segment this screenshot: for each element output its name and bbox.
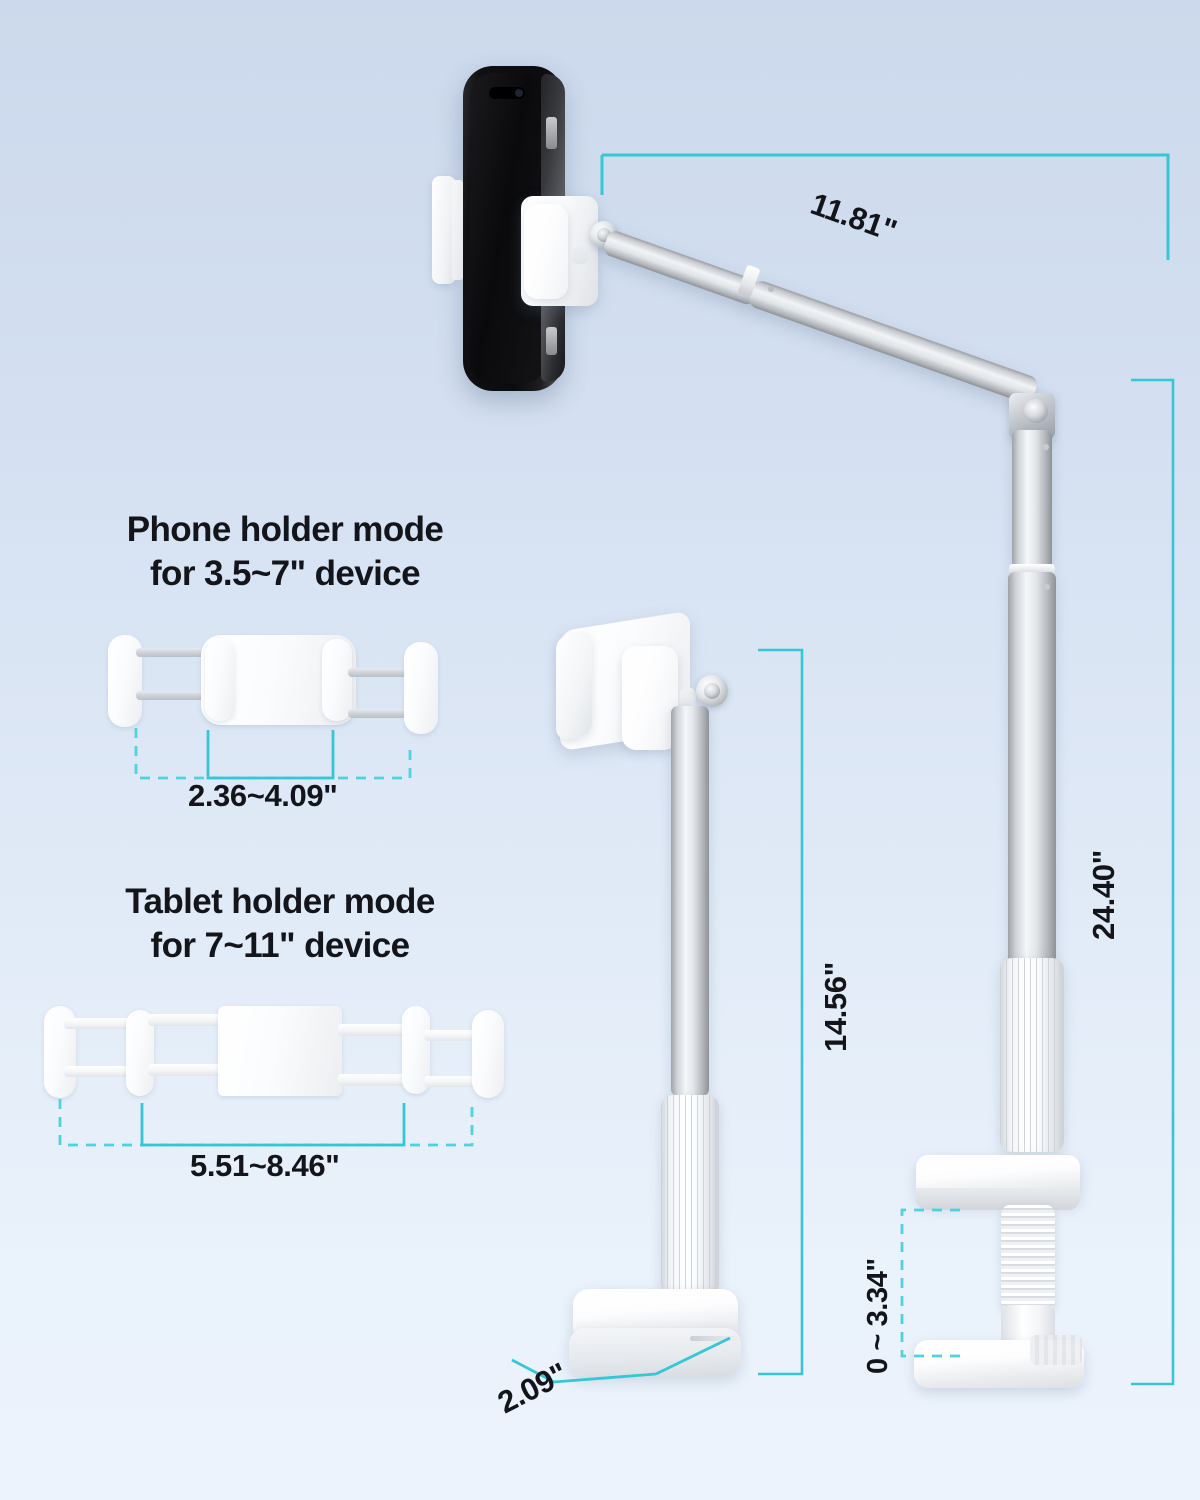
phone-holder-illustration [108, 628, 438, 734]
arm-adjust-dot-icon [768, 286, 774, 292]
holder-left-pad-lip [452, 180, 463, 280]
phone-front-camera-icon [515, 89, 523, 97]
tablet-holder-right-outer-pad [472, 1010, 504, 1098]
tablet-holder-left-inner-rail-top [148, 1014, 224, 1026]
clamp-bottom-grip-pattern [1030, 1335, 1082, 1365]
tablet-mode-heading: Tablet holder mode for 7~11" device [55, 880, 505, 968]
arm-elbow-screw [1024, 399, 1048, 423]
phone-holder-center-left-jaw [205, 639, 235, 721]
clamp-top-plate-edge [916, 1188, 1080, 1210]
stand-base-seam [690, 1336, 740, 1341]
clamp-range-dimension-bracket [900, 1208, 960, 1358]
phone-holder-right-rail-top [348, 668, 418, 677]
phone-power-button [546, 327, 557, 355]
vertical-pole-upper [1012, 430, 1052, 570]
clamp-screw-shaft [1001, 1205, 1055, 1311]
tablet-holder-illustration [44, 1000, 504, 1105]
phone-mode-heading: Phone holder mode for 3.5~7" device [60, 508, 510, 596]
phone-holder-right-outer-pad [404, 642, 438, 734]
tablet-mode-heading-line1: Tablet holder mode [125, 882, 435, 921]
holder-front-jaw [524, 204, 568, 299]
tablet-holder-right-inner-rail-bottom [338, 1074, 418, 1086]
stand-height-dimension-bracket [758, 648, 804, 1376]
arm-reach-dimension-bracket [600, 153, 1170, 260]
stand-holder-front-jaw [622, 646, 678, 750]
phone-volume-button [546, 117, 557, 149]
phone-mode-heading-line2: for 3.5~7" device [149, 553, 421, 593]
phone-holder-right-rail-bottom [348, 709, 418, 718]
phone-mode-dimension-bracket [134, 728, 412, 780]
stand-holder-left-jaw [556, 631, 592, 741]
holder-release-button [572, 242, 588, 264]
tablet-holder-right-rail-bottom [424, 1076, 486, 1087]
full-height-label: 24.40" [1086, 850, 1121, 940]
stand-holder-pivot-screw [704, 683, 720, 699]
clamp-ribbed-column [1000, 958, 1064, 1152]
tablet-holder-left-rail-bottom [64, 1066, 150, 1077]
base-depth-dimension-bracket [511, 1336, 731, 1384]
stand-ribbed-column [661, 1095, 719, 1295]
tablet-mode-measurement-label: 5.51~8.46" [190, 1148, 340, 1183]
phone-holder-left-rail-bottom [136, 691, 214, 700]
phone-holder-left-rail-top [136, 648, 214, 657]
tablet-holder-left-rail-top [64, 1018, 150, 1029]
stand-pole [671, 706, 709, 1096]
tablet-holder-center-body [218, 1006, 342, 1096]
phone-mode-heading-line1: Phone holder mode [126, 510, 444, 549]
vertical-pole-lower [1008, 572, 1056, 964]
stand-holder-release-button [680, 688, 696, 710]
full-height-dimension-bracket [1131, 378, 1175, 1386]
pole-upper-lock-dot-icon [1043, 444, 1049, 450]
arm-reach-dimension-leader [560, 130, 1200, 420]
tablet-mode-dimension-bracket [58, 1099, 474, 1147]
phone-mode-measurement-label: 2.36~4.09" [188, 778, 338, 813]
tablet-mode-heading-line2: for 7~11" device [150, 925, 411, 965]
stand-height-label: 14.56" [818, 962, 853, 1052]
clamp-range-label: 0 ~ 3.34" [862, 1258, 894, 1374]
tablet-holder-left-inner-rail-bottom [148, 1064, 224, 1076]
tablet-holder-right-inner-rail-top [338, 1024, 418, 1036]
tablet-holder-right-rail-top [424, 1030, 486, 1041]
phone-holder-center-right-jaw [322, 639, 352, 721]
pole-lower-lock-dot-icon [1044, 584, 1050, 590]
